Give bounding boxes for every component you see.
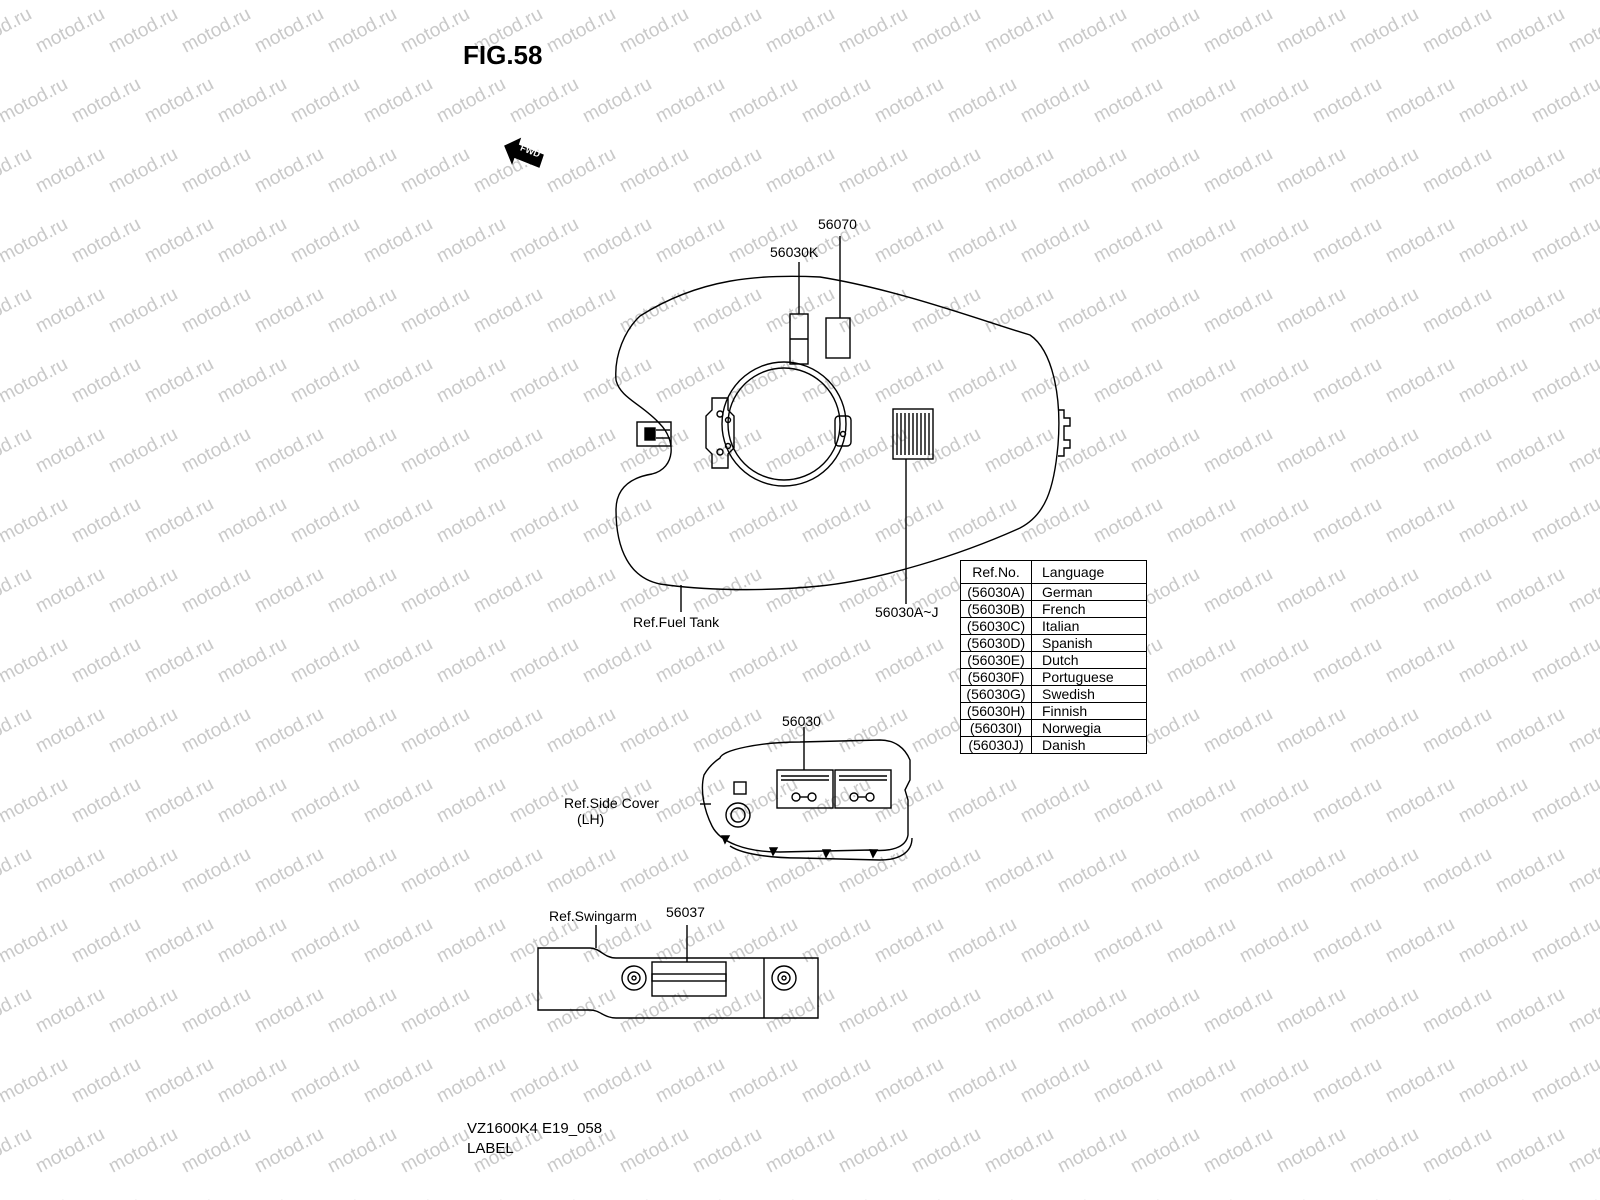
table-row: (56030J)Danish [960,736,1147,754]
table-cell-language: Spanish [1031,634,1147,652]
table-header-language: Language [1031,560,1147,584]
table-row: (56030B)French [960,600,1147,618]
table-header-refno: Ref.No. [960,560,1032,584]
table-cell-refno: (56030G) [960,685,1032,703]
table-cell-language: Portuguese [1031,668,1147,686]
callout-side-cover-lh: (LH) [577,811,605,827]
side-cover-hole [733,781,747,795]
side-cover-mount-tabs [720,835,879,859]
fuel-tank-outline [615,275,1060,591]
swingarm-outline [537,925,819,1019]
table-row: (56030G)Swedish [960,685,1147,703]
table-row: (56030A)German [960,583,1147,601]
table-cell-refno: (56030J) [960,736,1032,754]
table-cell-language: Finnish [1031,702,1147,720]
tank-front-mount [636,421,672,447]
label-56030K [789,262,809,365]
table-cell-refno: (56030E) [960,651,1032,669]
table-row: (56030C)Italian [960,617,1147,635]
table-row: (56030I)Norwegia [960,719,1147,737]
table-cell-refno: (56030C) [960,617,1032,635]
callout-side-cover: Ref.Side Cover [564,795,659,811]
table-header-row: Ref.No. Language [960,560,1147,584]
table-cell-refno: (56030H) [960,702,1032,720]
side-cover-outline [701,739,911,853]
callout-56030: 56030 [782,713,821,729]
callout-swingarm: Ref.Swingarm [549,908,637,924]
table-cell-language: Swedish [1031,685,1147,703]
language-table: Ref.No. Language (56030A)German (56030B)… [960,560,1147,754]
callout-56030A-J: 56030A~J [875,604,939,620]
table-cell-language: Norwegia [1031,719,1147,737]
callout-56030K: 56030K [770,244,819,260]
callout-fuel-tank: Ref.Fuel Tank [633,614,720,630]
label-56030A-J [892,408,934,604]
footer-section: LABEL [467,1140,514,1157]
label-56030-plates [776,727,892,809]
table-row: (56030F)Portuguese [960,668,1147,686]
footer-model-code: VZ1600K4 E19_058 [467,1120,603,1137]
table-cell-refno: (56030F) [960,668,1032,686]
fwd-arrow-icon [504,137,544,168]
table-cell-language: Italian [1031,617,1147,635]
table-row: (56030H)Finnish [960,702,1147,720]
label-56037 [651,925,727,997]
table-cell-language: German [1031,583,1147,601]
label-56070 [825,236,851,359]
table-cell-refno: (56030A) [960,583,1032,601]
cap-bracket [705,397,735,469]
tank-rear-mount [1058,409,1071,457]
table-row: (56030E)Dutch [960,651,1147,669]
vent-fitting [834,415,852,447]
table-cell-refno: (56030I) [960,719,1032,737]
table-cell-language: Danish [1031,736,1147,754]
side-cover-grommet [725,802,751,828]
fuel-cap [721,361,847,487]
figure-title: FIG.58 [463,40,543,70]
callout-56070: 56070 [818,216,857,232]
callout-56037: 56037 [666,904,705,920]
table-row: (56030D)Spanish [960,634,1147,652]
table-cell-refno: (56030B) [960,600,1032,618]
table-cell-language: Dutch [1031,651,1147,669]
table-cell-refno: (56030D) [960,634,1032,652]
table-cell-language: French [1031,600,1147,618]
